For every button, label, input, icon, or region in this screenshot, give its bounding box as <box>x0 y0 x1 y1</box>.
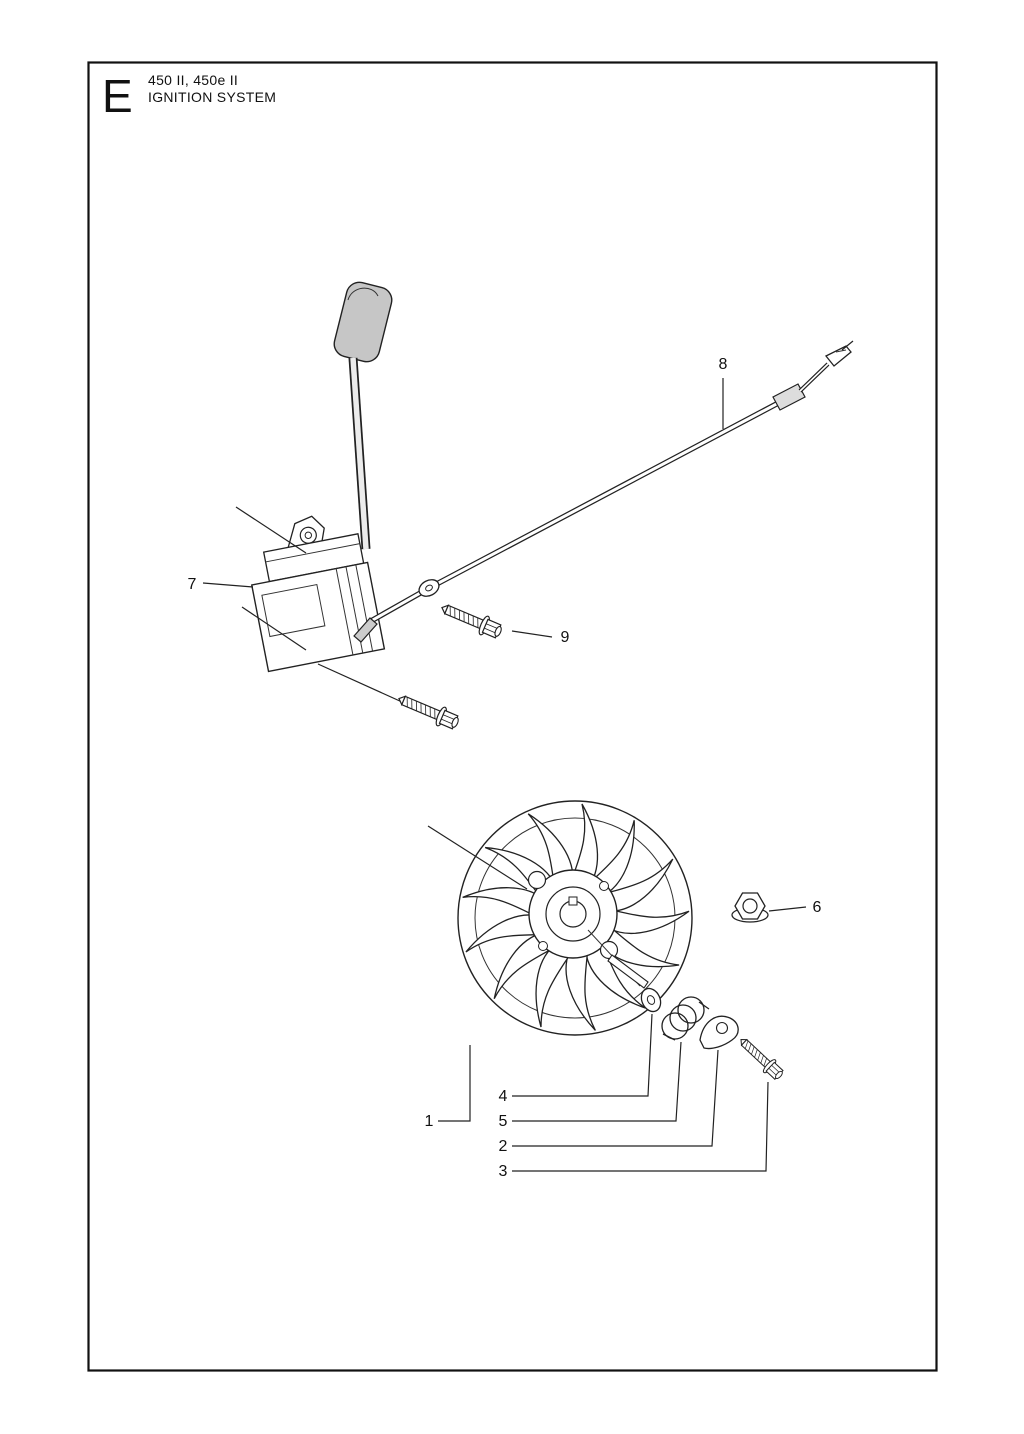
pawl-screw-drawing <box>734 1032 787 1084</box>
ignition-cable-drawing <box>353 340 854 643</box>
callout-7: 7 <box>188 576 197 593</box>
module-screw-drawing <box>437 597 505 643</box>
callout-4: 4 <box>499 1088 508 1105</box>
callout-9: 9 <box>561 629 570 646</box>
model-names: 450 II, 450e II <box>148 72 238 88</box>
washer-drawing <box>640 987 662 1013</box>
spark-plug-lead-drawing <box>348 357 371 550</box>
leader-line-3 <box>512 1081 769 1172</box>
cable-end-tip-drawing <box>353 617 378 643</box>
leader-line-9 <box>511 630 553 638</box>
bottom-leader-lines <box>438 1013 769 1172</box>
module-screw-drawing <box>394 688 462 734</box>
pawl-spring-drawing <box>661 996 710 1041</box>
cable-grommet-drawing <box>418 579 440 597</box>
callout-2: 2 <box>499 1138 508 1155</box>
leader-line-module-bottom <box>241 606 307 651</box>
leader-line-6 <box>768 906 807 912</box>
leader-line-module-screw <box>317 663 403 703</box>
pawl-stud <box>527 870 547 890</box>
leader-line-4 <box>512 1013 653 1097</box>
starter-pawl-drawing <box>699 1015 739 1050</box>
leader-line-2 <box>512 1049 719 1147</box>
ignition-module-drawing <box>250 515 386 673</box>
page-border <box>87 61 938 1372</box>
keyway-notch <box>568 896 578 906</box>
cable-terminal-drawing <box>824 345 852 367</box>
leader-line-1 <box>438 1045 471 1122</box>
callout-1: 1 <box>425 1113 434 1130</box>
spark-plug-boot-drawing <box>333 281 393 363</box>
leader-line-module-top <box>235 506 307 554</box>
callout-5: 5 <box>499 1113 508 1130</box>
woodruff-key-drawing <box>607 954 649 989</box>
pawl-stud <box>599 940 619 960</box>
page-title: IGNITION SYSTEM <box>148 89 276 105</box>
flange-nut-drawing <box>731 892 769 923</box>
section-letter: E <box>102 70 133 122</box>
leader-line-5 <box>512 1041 682 1122</box>
callout-6: 6 <box>813 899 822 916</box>
callout-3: 3 <box>499 1163 508 1180</box>
leader-line-7 <box>202 582 254 588</box>
callout-8: 8 <box>719 356 728 373</box>
leader-line-flywheel <box>427 825 528 890</box>
